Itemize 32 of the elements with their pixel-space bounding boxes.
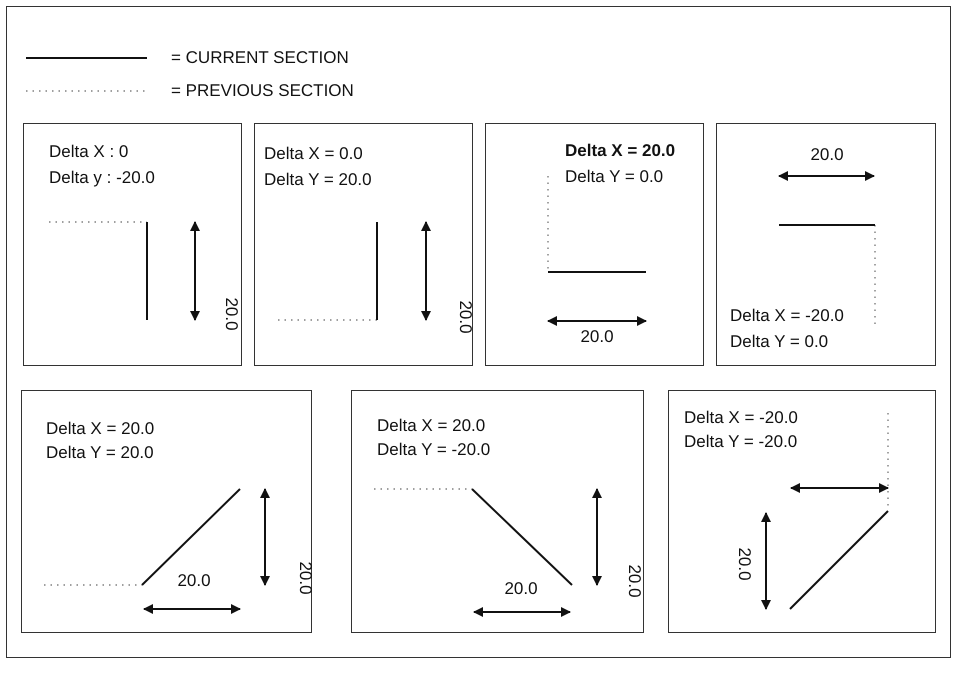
dimension-label: 20.0 <box>624 564 644 598</box>
dimension-label: 20.0 <box>810 145 844 165</box>
delta-value-text: Delta X = 20.0 <box>46 419 154 439</box>
legend-text: = PREVIOUS SECTION <box>171 81 354 101</box>
delta-value-text: Delta Y = 0.0 <box>730 332 828 352</box>
dimension-label: 20.0 <box>734 547 754 581</box>
dimension-label: 20.0 <box>455 300 475 334</box>
panel-box <box>21 390 312 633</box>
delta-value-text: Delta Y = 20.0 <box>264 170 372 190</box>
dimension-label: 20.0 <box>177 571 211 591</box>
panel-box <box>485 123 704 366</box>
delta-value-text: Delta X = 20.0 <box>565 141 676 161</box>
delta-value-text: Delta X = -20.0 <box>684 408 798 428</box>
panel-box <box>716 123 936 366</box>
dimension-label: 20.0 <box>504 579 538 599</box>
dimension-label: 20.0 <box>221 297 241 331</box>
dimension-label: 20.0 <box>295 561 315 595</box>
panel-box <box>23 123 242 366</box>
panel-box <box>254 123 473 366</box>
delta-value-text: Delta X = -20.0 <box>730 306 844 326</box>
dimension-label: 20.0 <box>580 327 614 347</box>
delta-value-text: Delta Y = 20.0 <box>46 443 154 463</box>
delta-value-text: Delta y : -20.0 <box>49 168 155 188</box>
panel-box <box>668 390 936 633</box>
panel-box <box>351 390 644 633</box>
delta-value-text: Delta Y = -20.0 <box>684 432 798 452</box>
delta-value-text: Delta Y = 0.0 <box>565 167 664 187</box>
delta-value-text: Delta X : 0 <box>49 142 128 162</box>
legend-text: = CURRENT SECTION <box>171 48 349 68</box>
delta-value-text: Delta Y = -20.0 <box>377 440 490 460</box>
delta-value-text: Delta X = 0.0 <box>264 144 363 164</box>
delta-value-text: Delta X = 20.0 <box>377 416 486 436</box>
